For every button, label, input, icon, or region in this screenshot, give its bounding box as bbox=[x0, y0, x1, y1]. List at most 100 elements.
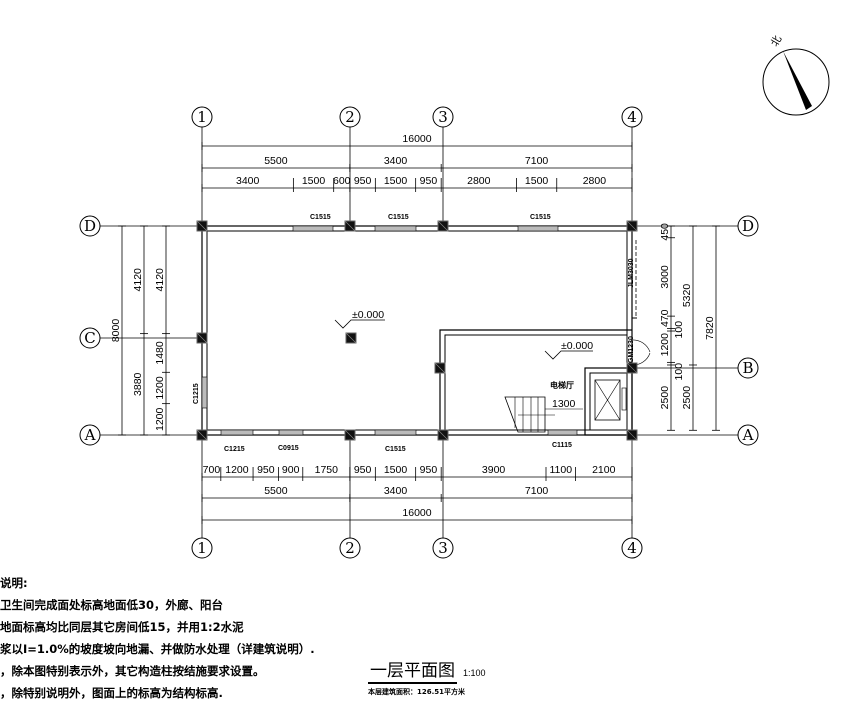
note-line: ，除本图特别表示外，其它构造柱按结施要求设置。 bbox=[0, 664, 265, 678]
axis-label: 1 bbox=[197, 539, 207, 557]
door-label: GM1230 bbox=[628, 336, 635, 363]
dimension-text: 1100 bbox=[549, 464, 572, 476]
elevation-text: ±0.000 bbox=[352, 309, 384, 321]
dimension-text: 950 bbox=[354, 464, 372, 476]
column-hatch bbox=[196, 220, 208, 232]
axis-bubble bbox=[79, 424, 101, 446]
dimension-text: 100 bbox=[673, 321, 685, 339]
note-line: 地面标高均比同层其它房间低15，并用1:2水泥 bbox=[0, 620, 244, 634]
dimension-text: 3400 bbox=[384, 485, 408, 497]
dimension-text: 2100 bbox=[592, 464, 616, 476]
dimension-text: 600 bbox=[333, 175, 351, 187]
dimension-text: 950 bbox=[420, 464, 438, 476]
axis-label: 3 bbox=[438, 539, 448, 557]
window-label: C1215 bbox=[193, 383, 200, 404]
dimension-text: 950 bbox=[420, 175, 438, 187]
dimension-text: 7820 bbox=[704, 316, 716, 340]
column-hatch bbox=[437, 220, 449, 232]
axis-bubble bbox=[737, 357, 759, 379]
dimension-text: 4120 bbox=[154, 268, 166, 292]
room-label: 电梯厅 bbox=[550, 380, 574, 390]
area-note: 本层建筑面积：126.51平方米 bbox=[368, 688, 466, 696]
window-label: C1115 bbox=[552, 442, 572, 449]
axis-label: D bbox=[84, 217, 96, 235]
dimension-text: 950 bbox=[257, 464, 275, 476]
dimension-text: 8000 bbox=[110, 319, 122, 343]
dimensions: 16000 5500 3400 7100 3400 1500 600 950 1500 950 28… bbox=[110, 133, 720, 524]
dimension-text: 1200 bbox=[154, 407, 166, 431]
notes: 说明: 卫生间完成面处标高地面低30，外廊、阳台 地面标高均比同层其它房间低15… bbox=[0, 572, 315, 704]
axis-bubble bbox=[737, 424, 759, 446]
column-hatch bbox=[437, 429, 449, 441]
axis-label: 2 bbox=[345, 108, 355, 126]
dimension-text: 5320 bbox=[681, 284, 693, 308]
axis-bubble bbox=[432, 106, 454, 128]
axis-label: B bbox=[742, 359, 753, 377]
axis-bubble bbox=[191, 537, 213, 559]
dimension-text: 1500 bbox=[302, 175, 326, 187]
note-line: 卫生间完成面处标高地面低30，外廊、阳台 bbox=[0, 598, 224, 612]
dimension-text: 1200 bbox=[154, 376, 166, 400]
dimension-text: 2800 bbox=[583, 175, 607, 187]
column-hatch bbox=[626, 220, 638, 232]
dimension-text: 16000 bbox=[402, 507, 431, 519]
drawing-title-block: 一层平面图 1:100 本层建筑面积：126.51平方米 bbox=[368, 656, 486, 697]
axis-bubble bbox=[191, 106, 213, 128]
door-label: JLM3030 bbox=[628, 258, 635, 288]
window-label: C1515 bbox=[310, 214, 331, 221]
dimension-text: 3880 bbox=[132, 372, 144, 396]
dimension-text: 3000 bbox=[659, 265, 671, 289]
dimension-text: 3400 bbox=[384, 155, 408, 167]
dimension-text: 7100 bbox=[525, 485, 549, 497]
elevation-mark: ±0.000 bbox=[544, 340, 593, 360]
window-label: C0915 bbox=[278, 445, 299, 452]
dimension-text: 5500 bbox=[264, 155, 288, 167]
dimension-text: 1480 bbox=[154, 341, 166, 365]
columns bbox=[196, 220, 638, 441]
axis-bubble bbox=[339, 537, 361, 559]
axis-label: C bbox=[84, 329, 95, 347]
dimension-text: 1200 bbox=[225, 464, 249, 476]
dimension-text: 3900 bbox=[482, 464, 506, 476]
stair-dimension: 1300 bbox=[552, 398, 576, 410]
column-hatch bbox=[626, 362, 638, 374]
column-hatch bbox=[344, 220, 356, 232]
element-labels: C1515 C1515 C1515 C1215 C0915 C1515 C111… bbox=[193, 214, 635, 453]
dimension-text: 1500 bbox=[384, 175, 408, 187]
dimension-text: 4120 bbox=[132, 268, 144, 292]
north-label: 北 bbox=[769, 33, 785, 49]
window-label: C1515 bbox=[388, 214, 409, 221]
dimension-text: 2800 bbox=[467, 175, 491, 187]
axis-bubble bbox=[432, 537, 454, 559]
axis-label: 1 bbox=[197, 108, 207, 126]
dimension-text: 3400 bbox=[236, 175, 260, 187]
dimension-text: 450 bbox=[659, 223, 671, 241]
dimension-text: 1200 bbox=[659, 333, 671, 357]
dimension-text: 100 bbox=[673, 363, 685, 381]
axis-bubble bbox=[621, 106, 643, 128]
dimension-text: 16000 bbox=[402, 133, 431, 145]
axis-label: 3 bbox=[438, 108, 448, 126]
column-hatch bbox=[196, 332, 208, 344]
window-label: C1515 bbox=[530, 214, 551, 221]
dimension-text: 1500 bbox=[525, 175, 549, 187]
note-line: 浆以I=1.0%的坡度坡向地漏、并做防水处理（详建筑说明）. bbox=[0, 642, 315, 656]
axis-bubble bbox=[621, 537, 643, 559]
column-hatch bbox=[626, 429, 638, 441]
column-hatch bbox=[344, 429, 356, 441]
column-hatch bbox=[345, 332, 357, 344]
notes-heading: 说明: bbox=[0, 576, 28, 590]
windows bbox=[201, 225, 578, 436]
dimension-text: 900 bbox=[282, 464, 300, 476]
dimension-text: 1750 bbox=[315, 464, 339, 476]
dimension-text: 2500 bbox=[681, 386, 693, 410]
dimension-text: 700 bbox=[203, 464, 221, 476]
dimension-text: 1500 bbox=[384, 464, 408, 476]
drawing-title: 一层平面图 bbox=[368, 656, 457, 684]
note-line: ，除特别说明外，图面上的标高为结构标高. bbox=[0, 686, 223, 700]
window-label: C1515 bbox=[385, 446, 406, 453]
drawing-scale: 1:100 bbox=[463, 668, 486, 678]
axis-label: D bbox=[742, 217, 754, 235]
